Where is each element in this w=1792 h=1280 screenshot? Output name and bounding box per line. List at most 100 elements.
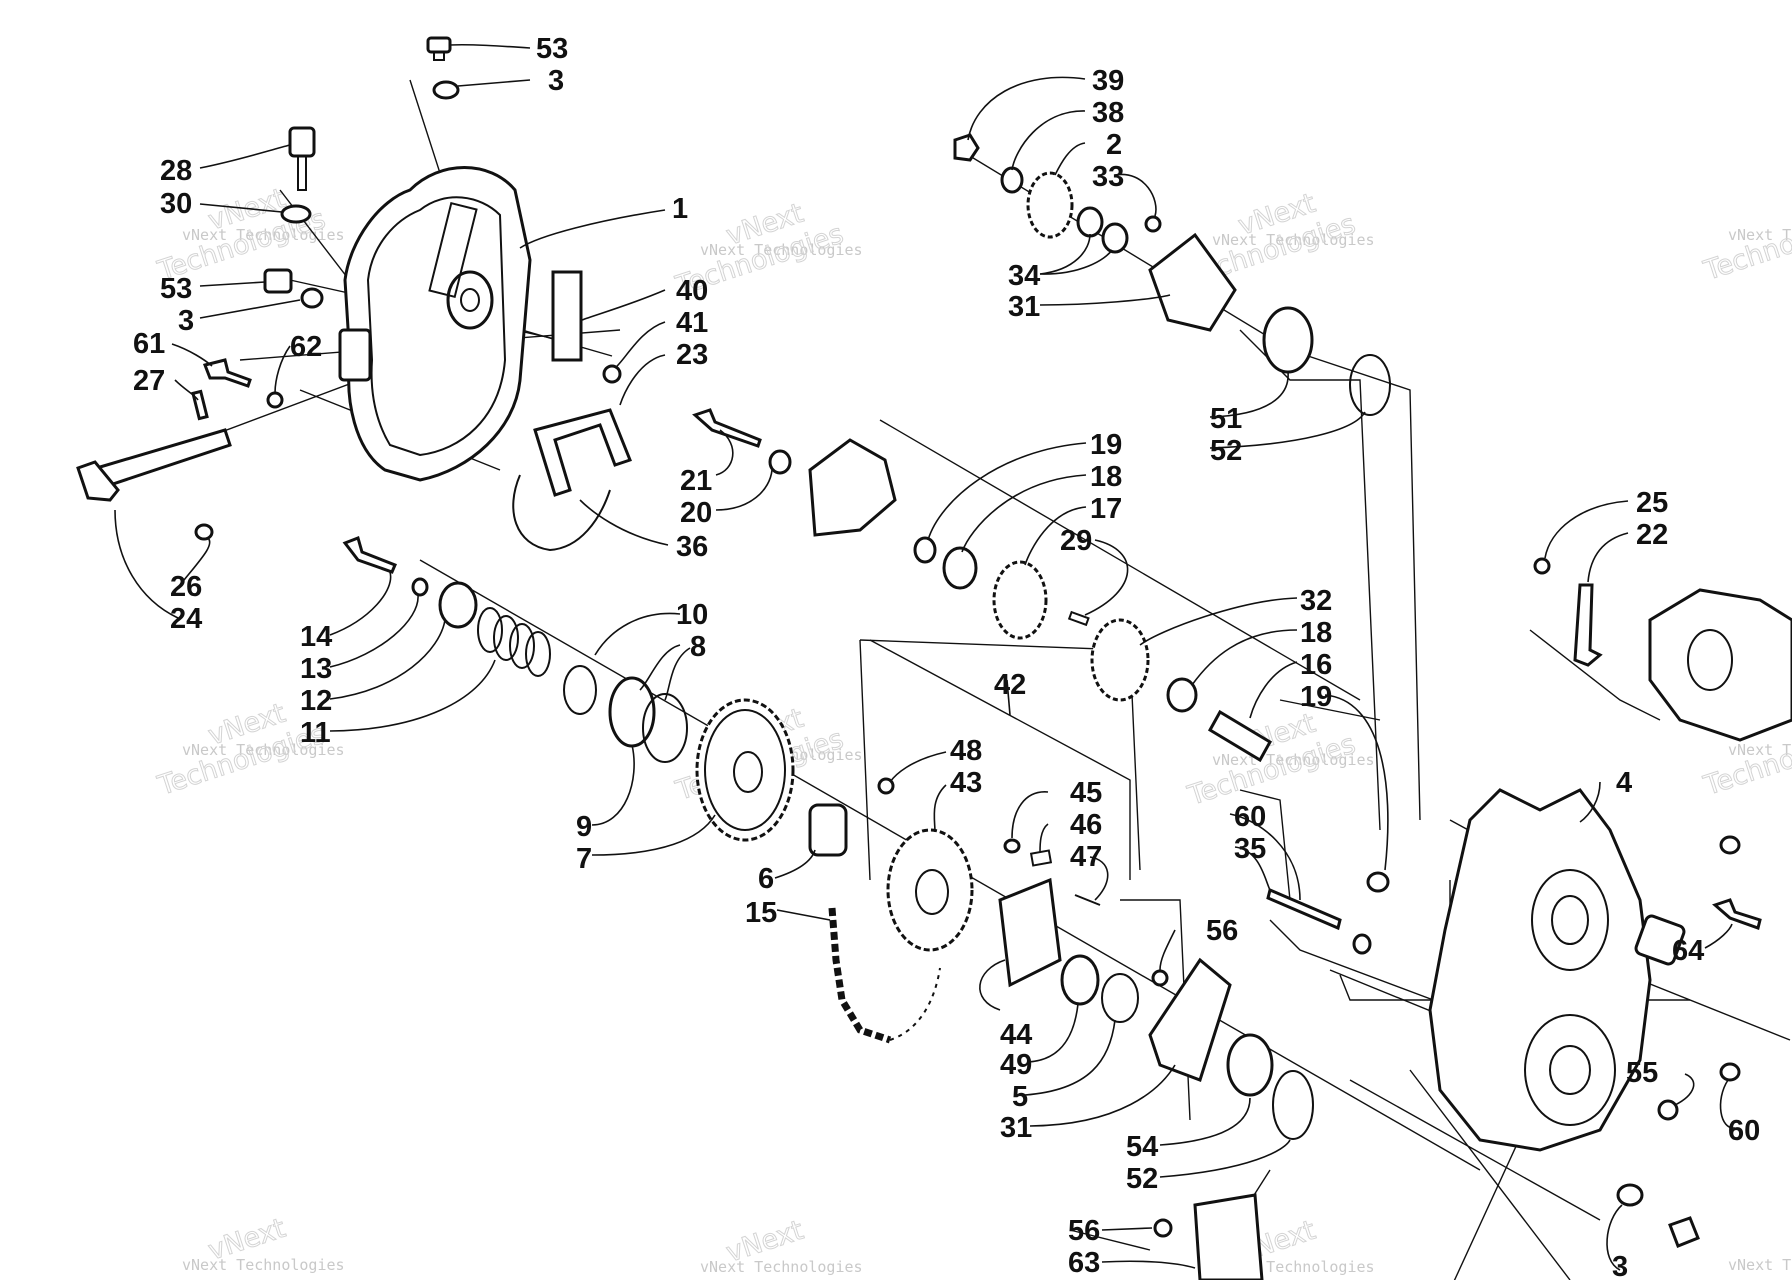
callout-27: 27 — [133, 365, 165, 397]
spring-11 — [477, 607, 551, 677]
screw-35 — [1266, 887, 1342, 931]
callout-38: 38 — [1092, 97, 1124, 129]
watermark-text: vNext Technologies — [700, 1258, 863, 1276]
callout-3-bottom: 3 — [1612, 1251, 1628, 1280]
callout-19-lower: 19 — [1300, 681, 1332, 713]
callout-64: 64 — [1672, 935, 1704, 967]
bolt-3-bottom — [1668, 1216, 1700, 1248]
callout-19-upper: 19 — [1090, 429, 1122, 461]
callout-13: 13 — [300, 653, 332, 685]
watermark-text: vNext Technologies — [182, 741, 345, 759]
callout-49: 49 — [1000, 1049, 1032, 1081]
callout-42: 42 — [994, 669, 1026, 701]
washer-20 — [768, 449, 792, 475]
washer-19-upper — [913, 536, 937, 564]
dipstick-28 — [288, 126, 316, 191]
callout-33: 33 — [1092, 161, 1124, 193]
callout-62: 62 — [290, 331, 322, 363]
washer-3-mid — [300, 287, 324, 309]
callout-44: 44 — [1000, 1019, 1032, 1051]
callout-31-lower: 31 — [1000, 1112, 1032, 1144]
sprocket-2 — [1026, 171, 1074, 239]
callout-61: 61 — [133, 328, 165, 360]
callout-20: 20 — [680, 497, 712, 529]
callout-36: 36 — [676, 531, 708, 563]
callout-63: 63 — [1068, 1247, 1100, 1279]
bearing-49 — [1060, 954, 1100, 1006]
watermark-text: vNext Technologies — [1212, 231, 1375, 249]
callout-9: 9 — [576, 811, 592, 843]
watermark-text: vNext Technologies — [700, 241, 863, 259]
callout-41: 41 — [676, 307, 708, 339]
washer-right-b — [1719, 1062, 1741, 1082]
bearing-8 — [608, 676, 656, 748]
snap-ring-10 — [563, 665, 597, 715]
washer-5 — [1101, 973, 1139, 1023]
callout-56-bottom: 56 — [1068, 1215, 1100, 1247]
callout-40: 40 — [676, 275, 708, 307]
screw-41 — [602, 364, 622, 384]
callout-54: 54 — [1126, 1131, 1158, 1163]
ring-52-lower — [1272, 1070, 1314, 1140]
callout-43: 43 — [950, 767, 982, 799]
watermark-text: vNext Technologies — [182, 226, 345, 244]
washer-60 — [1352, 933, 1372, 955]
shaft-16 — [1207, 709, 1273, 763]
callout-21: 21 — [680, 465, 712, 497]
bracket-63 — [1193, 1193, 1264, 1280]
callout-31-upper: 31 — [1008, 291, 1040, 323]
callout-53-top: 53 — [536, 33, 568, 65]
callout-53-mid: 53 — [160, 273, 192, 305]
washer-38 — [1000, 166, 1024, 194]
nut-25 — [1533, 557, 1551, 575]
callout-16: 16 — [1300, 649, 1332, 681]
chain-path-15 — [889, 967, 941, 1041]
callout-25: 25 — [1636, 487, 1668, 519]
sprocket-43 — [886, 828, 974, 952]
callout-22: 22 — [1636, 519, 1668, 551]
callout-48: 48 — [950, 735, 982, 767]
bolt-64 — [1712, 898, 1762, 930]
callout-15: 15 — [745, 897, 777, 929]
callout-5: 5 — [1012, 1081, 1028, 1113]
callout-60-right: 60 — [1728, 1115, 1760, 1147]
callout-labels: 53 3 28 30 1 53 3 40 41 23 61 62 27 36 2… — [133, 33, 1760, 1280]
watermark: vNext Technologies Technologies — [1699, 203, 1792, 287]
callout-18-upper: 18 — [1090, 461, 1122, 493]
bracket-22 — [1573, 583, 1603, 667]
shaft-lever-24 — [76, 460, 120, 502]
watermark: vNext Technologies vNext — [700, 1214, 863, 1276]
hub-44 — [998, 877, 1062, 988]
screw-47 — [1074, 894, 1101, 906]
o-ring-26 — [194, 523, 214, 541]
bolt-48 — [877, 777, 895, 795]
watermark: vNext Technologies — [1728, 1256, 1792, 1274]
callout-47: 47 — [1070, 841, 1102, 873]
flange-31-lower — [1148, 957, 1232, 1082]
watermark-text: vNext Technologies — [182, 1256, 345, 1274]
watermark-text: vNext Technologies — [1728, 1256, 1792, 1274]
watermark-text: vNext Technologies — [1728, 226, 1792, 244]
pin-29 — [1067, 610, 1090, 627]
plate-40 — [551, 270, 583, 362]
cable-36 — [512, 474, 611, 552]
washer-34b — [1101, 222, 1129, 254]
callout-10: 10 — [676, 599, 708, 631]
spring-46 — [1029, 849, 1053, 867]
callout-6: 6 — [758, 863, 774, 895]
bolt-14 — [342, 536, 397, 574]
bolt-61 — [202, 358, 252, 388]
watermark: vNext Technologies vNext — [182, 1212, 345, 1274]
callout-35: 35 — [1234, 833, 1266, 865]
callout-55: 55 — [1626, 1057, 1658, 1089]
brake-housing — [1648, 588, 1792, 742]
bearing-carrier — [808, 438, 897, 537]
washer-13 — [411, 577, 429, 597]
chaincase-housing-4 — [1428, 788, 1686, 1152]
sprocket-32 — [1090, 618, 1150, 702]
callout-8: 8 — [690, 631, 706, 663]
bearing-54 — [1226, 1033, 1274, 1097]
callout-30: 30 — [160, 188, 192, 220]
